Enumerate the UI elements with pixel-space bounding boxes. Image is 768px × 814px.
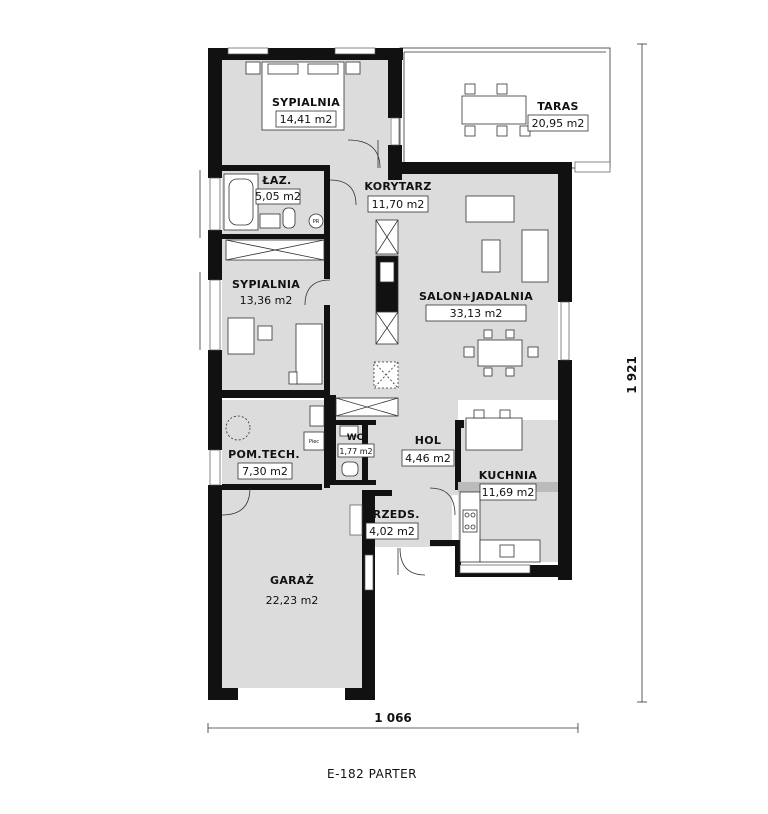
room-sypialnia-1: SYPIALNIA 14,41 m2 bbox=[272, 96, 340, 128]
room-kuchnia: KUCHNIA 11,69 m2 bbox=[479, 469, 538, 501]
svg-text:SALON+JADALNIA: SALON+JADALNIA bbox=[419, 290, 533, 303]
svg-text:13,36 m2: 13,36 m2 bbox=[240, 294, 293, 307]
svg-text:SYPIALNIA: SYPIALNIA bbox=[232, 278, 300, 291]
width-label: 1 066 bbox=[374, 711, 412, 725]
living-furniture bbox=[463, 195, 549, 377]
corridor-furniture bbox=[335, 219, 399, 417]
room-korytarz: KORYTARZ 11,70 m2 bbox=[364, 180, 431, 213]
svg-text:22,23 m2: 22,23 m2 bbox=[266, 594, 319, 607]
kitchen-furniture bbox=[458, 409, 558, 563]
svg-text:GARAŻ: GARAŻ bbox=[270, 573, 314, 587]
svg-text:PRZEDS.: PRZEDS. bbox=[364, 508, 419, 521]
room-pom-tech: POM.TECH. 7,30 m2 bbox=[228, 448, 300, 480]
svg-text:KUCHNIA: KUCHNIA bbox=[479, 469, 538, 482]
plan-title: E-182 PARTER bbox=[327, 767, 417, 781]
svg-text:7,30 m2: 7,30 m2 bbox=[242, 465, 288, 478]
svg-text:1,77 m2: 1,77 m2 bbox=[339, 447, 372, 456]
svg-text:14,41 m2: 14,41 m2 bbox=[280, 113, 333, 126]
room-sypialnia-2: SYPIALNIA 13,36 m2 bbox=[232, 278, 300, 307]
svg-text:4,02 m2: 4,02 m2 bbox=[369, 525, 415, 538]
height-label: 1 921 bbox=[625, 356, 639, 394]
dimension-width: 1 066 bbox=[207, 711, 579, 733]
room-labels: SYPIALNIA 14,41 m2 TARAS 20,95 m2 ŁAZ. 5… bbox=[228, 96, 589, 607]
bedroom2-furniture bbox=[225, 239, 325, 385]
svg-text:11,70 m2: 11,70 m2 bbox=[372, 198, 425, 211]
svg-text:KORYTARZ: KORYTARZ bbox=[364, 180, 431, 193]
tech-wc-furniture: Piec bbox=[225, 405, 359, 477]
furnace-label: Piec bbox=[309, 439, 319, 445]
svg-text:HOL: HOL bbox=[415, 434, 441, 447]
doors bbox=[221, 139, 456, 576]
svg-text:4,46 m2: 4,46 m2 bbox=[405, 452, 451, 465]
svg-text:33,13 m2: 33,13 m2 bbox=[450, 307, 503, 320]
room-lazienka: ŁAZ. 5,05 m2 bbox=[255, 174, 301, 205]
svg-text:11,69 m2: 11,69 m2 bbox=[482, 486, 535, 499]
room-wc: WC 1,77 m2 bbox=[337, 433, 375, 458]
room-hol: HOL 4,46 m2 bbox=[401, 434, 455, 467]
bathroom-furniture: PR bbox=[223, 173, 324, 231]
room-garaz: GARAŻ 22,23 m2 bbox=[266, 573, 319, 607]
svg-text:5,05 m2: 5,05 m2 bbox=[255, 190, 301, 203]
room-salon-jadalnia: SALON+JADALNIA 33,13 m2 bbox=[419, 290, 533, 322]
svg-text:SYPIALNIA: SYPIALNIA bbox=[272, 96, 340, 109]
windows bbox=[199, 47, 611, 591]
terrace-furniture bbox=[461, 83, 531, 137]
svg-text:WC: WC bbox=[347, 433, 364, 443]
room-przeds: PRZEDS. 4,02 m2 bbox=[364, 508, 419, 540]
dimension-height: 1 921 bbox=[625, 43, 647, 703]
svg-text:TARAS: TARAS bbox=[537, 100, 579, 113]
washer-label: PR bbox=[313, 219, 320, 225]
svg-text:20,95 m2: 20,95 m2 bbox=[532, 117, 585, 130]
room-taras: TARAS 20,95 m2 bbox=[527, 100, 589, 132]
svg-text:POM.TECH.: POM.TECH. bbox=[228, 448, 300, 461]
svg-text:ŁAZ.: ŁAZ. bbox=[262, 174, 292, 187]
